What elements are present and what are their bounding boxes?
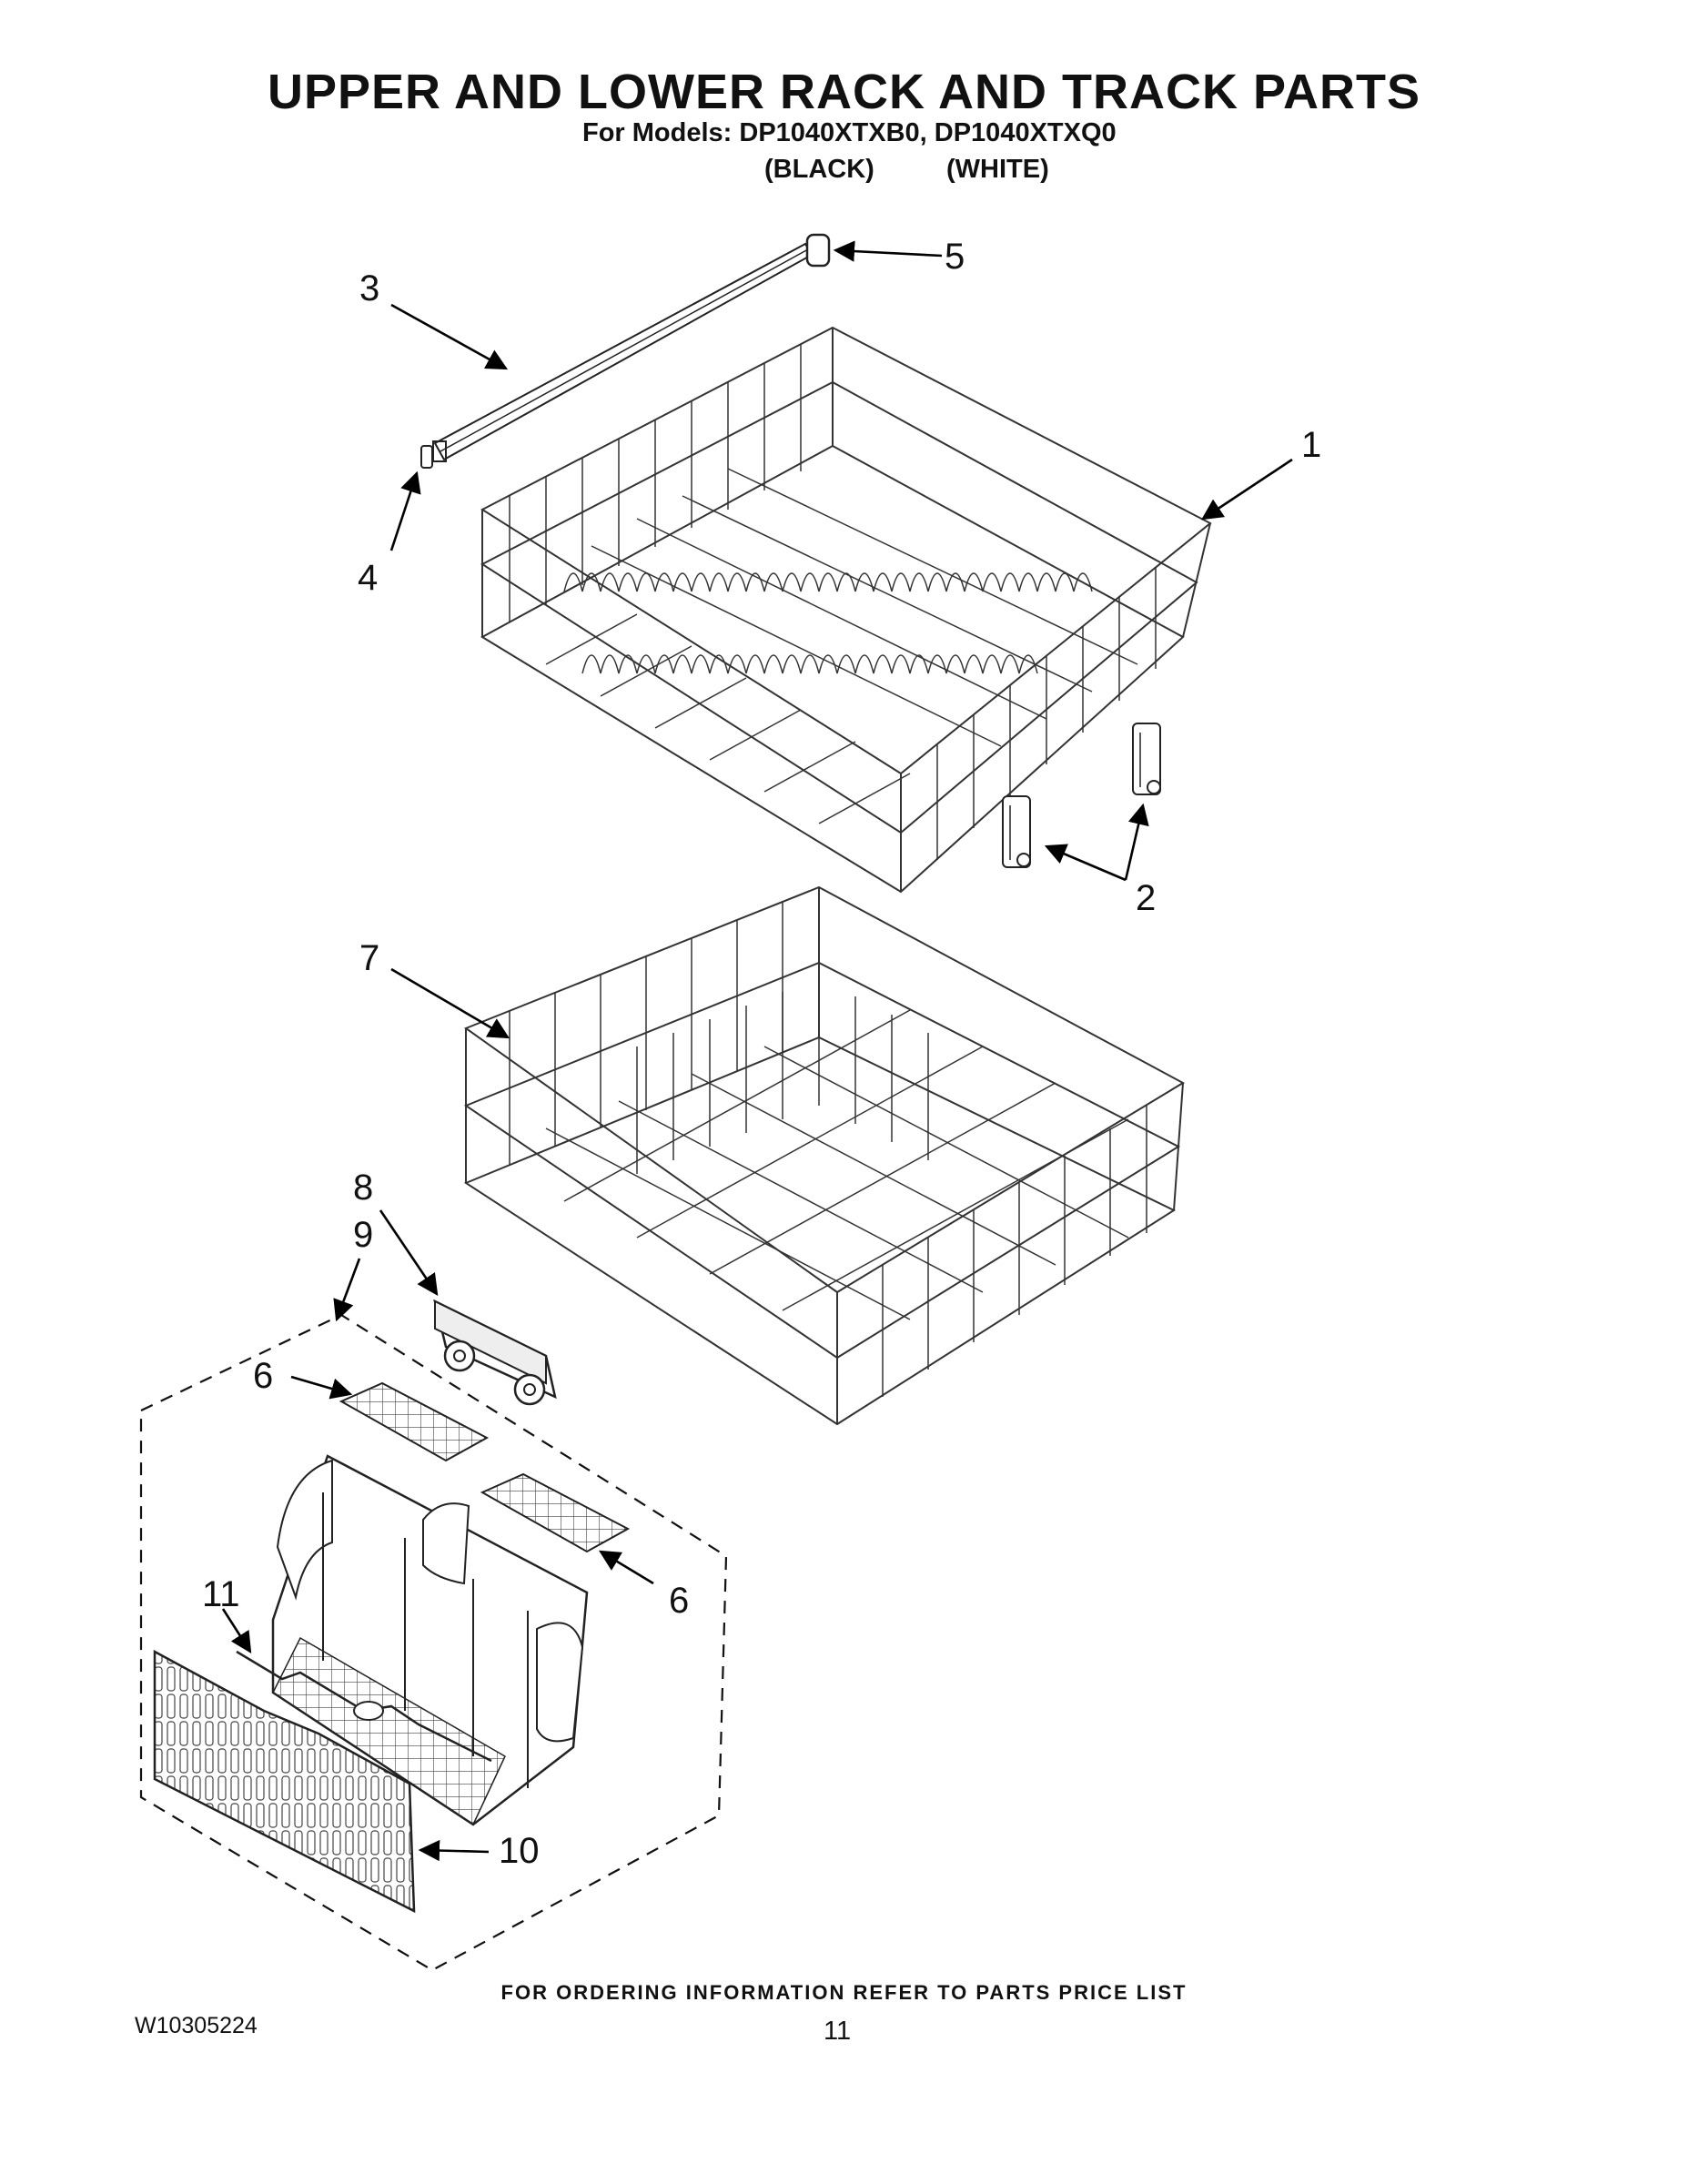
rack-wheel-assembly-right	[1132, 723, 1161, 795]
models-line: For Models: DP1040XTXB0, DP1040XTXQ0	[582, 118, 1117, 147]
basket-cover-left	[339, 1381, 490, 1462]
basket-handle	[236, 1650, 492, 1763]
upper-track-rail	[432, 242, 814, 462]
lower-rack	[463, 885, 1186, 1426]
leader-arrows	[221, 240, 1293, 1862]
callout-9: 9	[353, 1215, 373, 1255]
ordering-note: FOR ORDERING INFORMATION REFER TO PARTS …	[500, 1981, 1188, 2004]
color-black-label: (BLACK)	[764, 155, 874, 184]
document-number: W10305224	[135, 2013, 258, 2038]
silverware-basket	[271, 1454, 589, 1826]
basket-side-panel	[153, 1649, 416, 1914]
basket-cover-right	[480, 1472, 631, 1553]
callout-8: 8	[353, 1168, 373, 1208]
callout-6-upper: 6	[253, 1356, 273, 1396]
page-title: UPPER AND LOWER RACK AND TRACK PARTS	[268, 65, 1420, 119]
callout-10: 10	[499, 1831, 540, 1871]
callout-4: 4	[358, 558, 378, 598]
callout-3: 3	[359, 268, 379, 308]
lower-rack-wheel-carrier	[433, 1299, 557, 1406]
callout-5: 5	[945, 237, 965, 277]
track-end-cap	[805, 233, 831, 268]
page-number: 11	[824, 2017, 852, 2046]
callout-1: 1	[1301, 425, 1321, 465]
callout-7: 7	[359, 938, 379, 978]
upper-rack	[480, 326, 1212, 894]
callout-11: 11	[202, 1574, 240, 1614]
callout-6-lower: 6	[669, 1581, 689, 1621]
track-stop	[420, 445, 433, 469]
rack-wheel-assembly-left	[1002, 795, 1031, 868]
callout-2: 2	[1136, 878, 1156, 918]
color-white-label: (WHITE)	[946, 155, 1049, 184]
